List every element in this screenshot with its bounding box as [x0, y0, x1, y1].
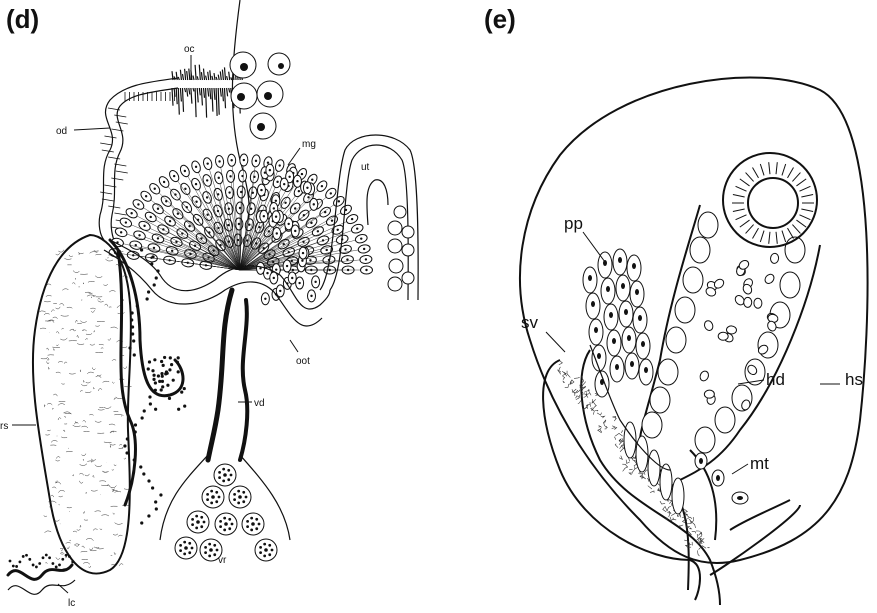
label-od: od: [56, 126, 67, 137]
label-ut: ut: [361, 162, 370, 173]
mucus-gland: [109, 154, 373, 305]
panel-e: (e) pp sv hd: [484, 4, 868, 605]
hermaphroditic-sac: [520, 78, 868, 564]
sv-texture: [558, 361, 710, 556]
label-pp: pp: [564, 214, 583, 233]
label-oc: oc: [184, 44, 195, 55]
vr-follicles: [175, 464, 277, 561]
metraterm-cells: [695, 453, 748, 504]
label-rs: rs: [0, 421, 8, 432]
label-mg: mg: [302, 139, 316, 150]
label-mt: mt: [750, 454, 769, 473]
rs-texture: [38, 250, 131, 571]
vas-deferens: [208, 290, 232, 460]
oviduct: [99, 78, 178, 240]
label-oot: oot: [296, 356, 310, 367]
panel-d-label: (d): [6, 4, 39, 34]
hermaphroditic-duct: [642, 212, 805, 453]
round-cells: [230, 52, 290, 139]
label-vd: vd: [254, 398, 265, 409]
panel-e-label: (e): [484, 4, 516, 34]
panel-d: (d): [0, 0, 418, 609]
uterus-eggs: [388, 206, 414, 291]
label-sv: sv: [521, 313, 539, 332]
label-hd: hd: [766, 370, 785, 389]
label-lc: lc: [68, 598, 75, 609]
label-hs: hs: [845, 370, 863, 389]
rosette-inner: [748, 178, 798, 228]
label-vr: vr: [218, 555, 227, 566]
